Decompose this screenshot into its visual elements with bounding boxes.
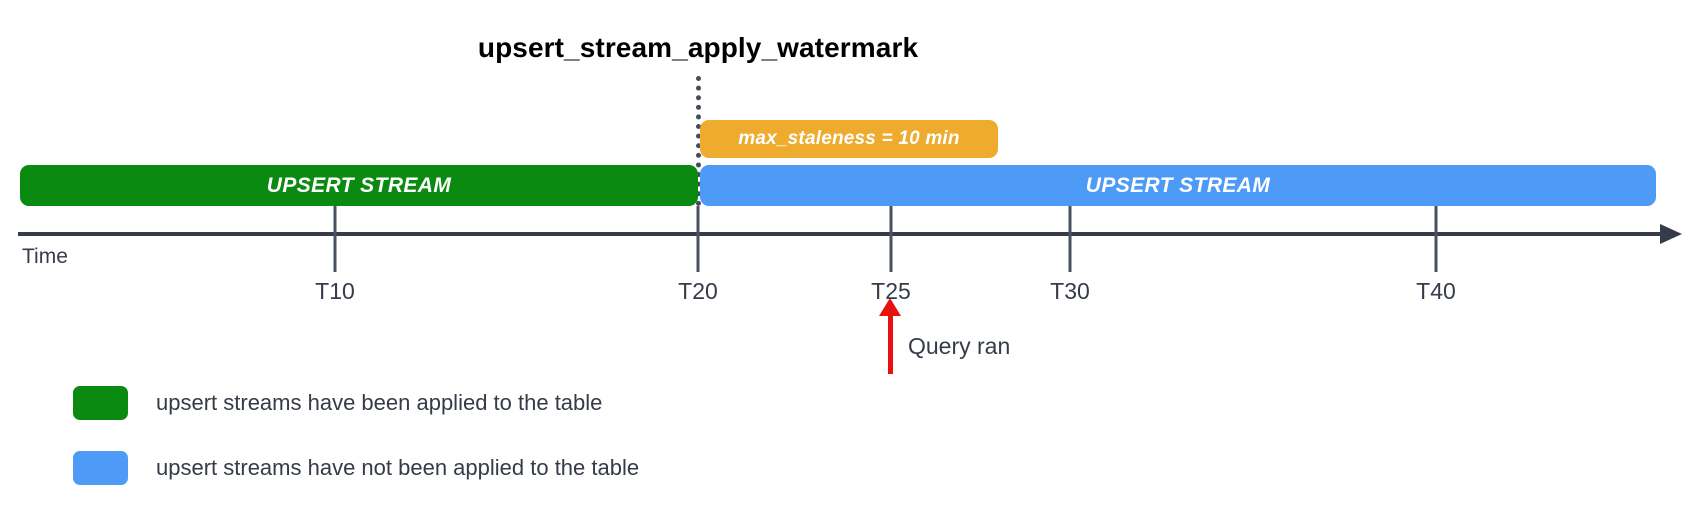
- axis-tick-label: T40: [1416, 278, 1456, 304]
- legend-color-swatch: [73, 451, 128, 485]
- time-axis-line: [18, 232, 1668, 236]
- page-title: upsert_stream_apply_watermark: [477, 32, 919, 63]
- upsert-stream-applied-label: UPSERT STREAM: [266, 173, 452, 197]
- axis-tick-t10: [333, 206, 337, 272]
- legend-item-label: upsert streams have been applied to the …: [156, 390, 603, 415]
- upsert-stream-applied-bar: UPSERT STREAM: [20, 165, 698, 206]
- axis-tick-label: T30: [1050, 278, 1090, 304]
- query-marker-arrow-icon: [879, 298, 901, 316]
- watermark-dotted-line: [696, 76, 701, 206]
- axis-tick-t40: [1434, 206, 1438, 272]
- time-axis-arrow-icon: [1660, 224, 1682, 244]
- max-staleness-bar: max_staleness = 10 min: [700, 120, 998, 158]
- axis-tick-t25: [889, 206, 893, 272]
- legend-item: upsert streams have been applied to the …: [73, 386, 602, 420]
- axis-tick-t20: [696, 206, 700, 272]
- max-staleness-label: max_staleness = 10 min: [738, 128, 960, 149]
- upsert-stream-not-applied-bar: UPSERT STREAM: [700, 165, 1656, 206]
- axis-tick-label: T20: [678, 278, 718, 304]
- time-axis-caption: Time: [22, 245, 68, 268]
- upsert-stream-not-applied-label: UPSERT STREAM: [1085, 173, 1271, 197]
- axis-tick-t30: [1068, 206, 1072, 272]
- query-marker-label: Query ran: [908, 333, 1011, 359]
- legend-item-label: upsert streams have not been applied to …: [156, 455, 640, 480]
- query-marker-shaft: [888, 312, 893, 374]
- legend-color-swatch: [73, 386, 128, 420]
- legend-item: upsert streams have not been applied to …: [73, 451, 639, 485]
- axis-tick-label: T10: [315, 278, 355, 304]
